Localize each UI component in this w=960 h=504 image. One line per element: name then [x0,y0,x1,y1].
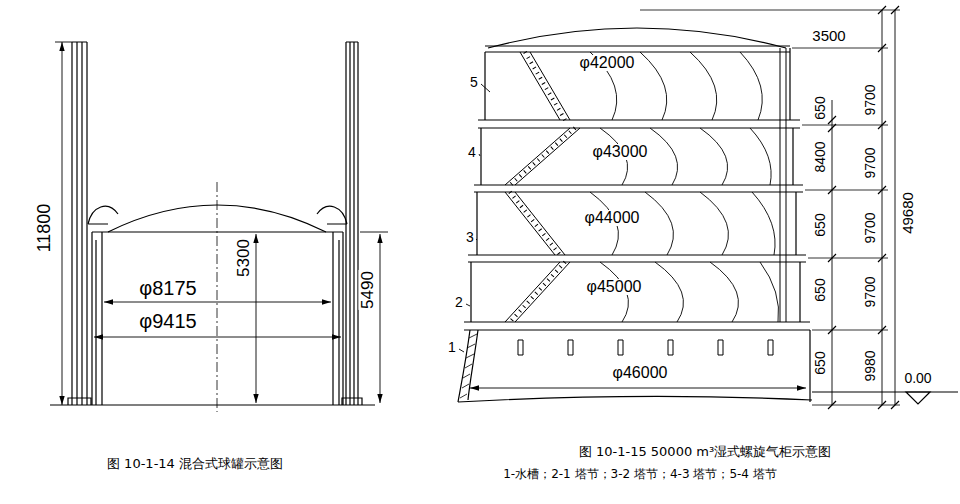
diameter-label: φ45000 [586,279,643,295]
ground-line [50,404,375,405]
stair [505,52,580,322]
dimension-line [256,234,257,403]
dimension-label: 5300 [235,238,252,278]
diameter-label: φ43000 [592,144,649,160]
extension-line [360,232,388,233]
dimension-line [832,10,895,405]
callout-number: 4 [467,145,477,159]
section-wall [471,48,800,322]
dimension-label: 9700 [863,83,877,116]
figure-key: 1-水槽；2-1 塔节；3-2 塔节；4-3 塔节；5-4 塔节 [502,468,778,480]
dimension-line [94,337,341,338]
extension-line [55,42,72,43]
gas-holder [458,6,958,409]
ring-band [464,46,810,330]
dimension-label: 5490 [359,270,376,310]
dimension-label: 49680 [900,191,915,235]
diameter-label: φ8175 [138,278,197,298]
spherical-tank [50,42,388,412]
dimension-label: 650 [813,212,827,237]
diameter-label: φ9415 [138,311,197,331]
figure-caption: 图 10-1-14 混合式球罐示意图 [106,457,284,470]
dimension-label: 8400 [813,140,827,173]
tank-floor [458,396,812,402]
stair-tread [510,52,575,322]
dimension-label: 9700 [863,146,877,179]
dimension-label: 11800 [35,203,53,254]
diameter-label: φ46000 [612,365,669,381]
callout-number: 3 [465,230,475,244]
water-tank-wall [458,330,810,402]
tank-body [102,232,333,405]
elevation-mark [906,392,930,404]
dimension-label: 9980 [863,349,877,382]
guide-bracket [88,206,347,224]
extension-line [640,10,900,405]
dimension-line [62,42,63,405]
tank-outer-wall [92,232,343,405]
dimension-label: 650 [813,277,827,302]
tank-bracket [518,340,773,355]
dimension-label: 650 [813,350,827,375]
diameter-label: φ44000 [584,210,641,226]
dimension-line [104,302,331,303]
dimension-line [470,388,806,389]
dimension-label: 9700 [863,211,877,244]
ground-line [812,391,958,392]
dimension-label: 650 [813,95,827,120]
callout-number: 5 [469,75,479,89]
guide-frame [780,48,786,322]
holder-dome [488,28,786,48]
leader-line [459,84,490,352]
elevation-label: 0.00 [903,371,932,385]
figure-caption: 图 10-1-15 50000 m³湿式螺旋气柜示意图 [578,445,832,458]
dimension-label: 9700 [863,275,877,308]
callout-number: 2 [454,295,464,309]
dimension-tick [828,6,899,409]
diameter-label: φ42000 [579,55,636,71]
dimension-line [380,234,381,403]
center-line [217,182,218,412]
callout-number: 1 [447,340,457,354]
dimension-label: 3500 [811,28,846,43]
